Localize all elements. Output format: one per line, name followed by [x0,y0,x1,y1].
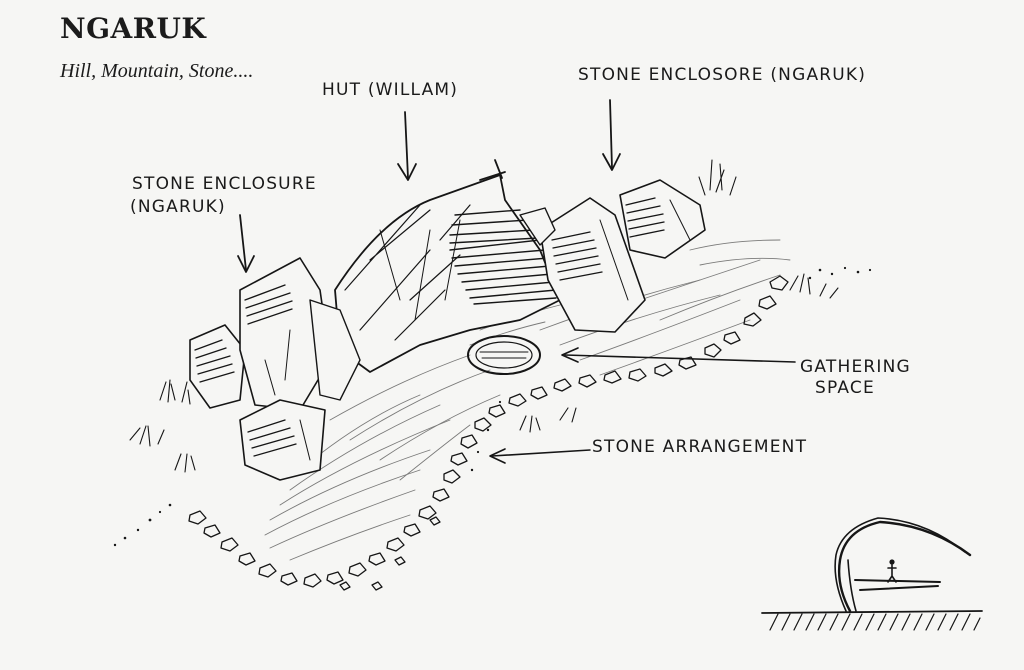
label-stone-arrangement-text: STONE ARRANGEMENT [592,437,807,457]
label-gathering-space: GATHERING SPACE [561,347,911,398]
hut-hatched-face [449,209,557,305]
section-ground-hatch [769,613,981,631]
page-title: NGARUK [60,12,207,45]
gathering-space-ring [467,335,541,375]
stone-arrangement-border [188,275,789,591]
label-hut: HUT (WILLAM) [322,80,458,181]
label-stone-enclosure-right: STONE ENCLOSORE (NGARUK) [578,65,866,171]
label-gathering-line1: GATHERING [800,357,911,377]
terrain-path [264,239,791,561]
person-figure [887,559,897,583]
speckle-dots [113,266,872,547]
label-stone-enclosure-left-line2: (NGARUK) [130,197,226,217]
label-stone-enclosure-left-line1: STONE ENCLOSURE [132,174,317,194]
section-sketch [761,517,983,631]
hut-willam [334,159,561,373]
label-hut-text: HUT (WILLAM) [322,80,458,100]
left-stone-hatching [194,284,297,457]
label-stone-enclosure-right-text: STONE ENCLOSORE (NGARUK) [578,65,866,85]
label-gathering-line2: SPACE [815,378,875,398]
stone-enclosure-left [189,257,361,481]
stone-enclosure-right [519,179,706,333]
grass-tufts [129,159,839,473]
page-subtitle: Hill, Mountain, Stone.... [60,60,254,82]
label-stone-enclosure-left: STONE ENCLOSURE (NGARUK) [130,174,317,273]
right-stone-hatching [551,197,665,281]
label-stone-arrangement: STONE ARRANGEMENT [489,437,807,464]
